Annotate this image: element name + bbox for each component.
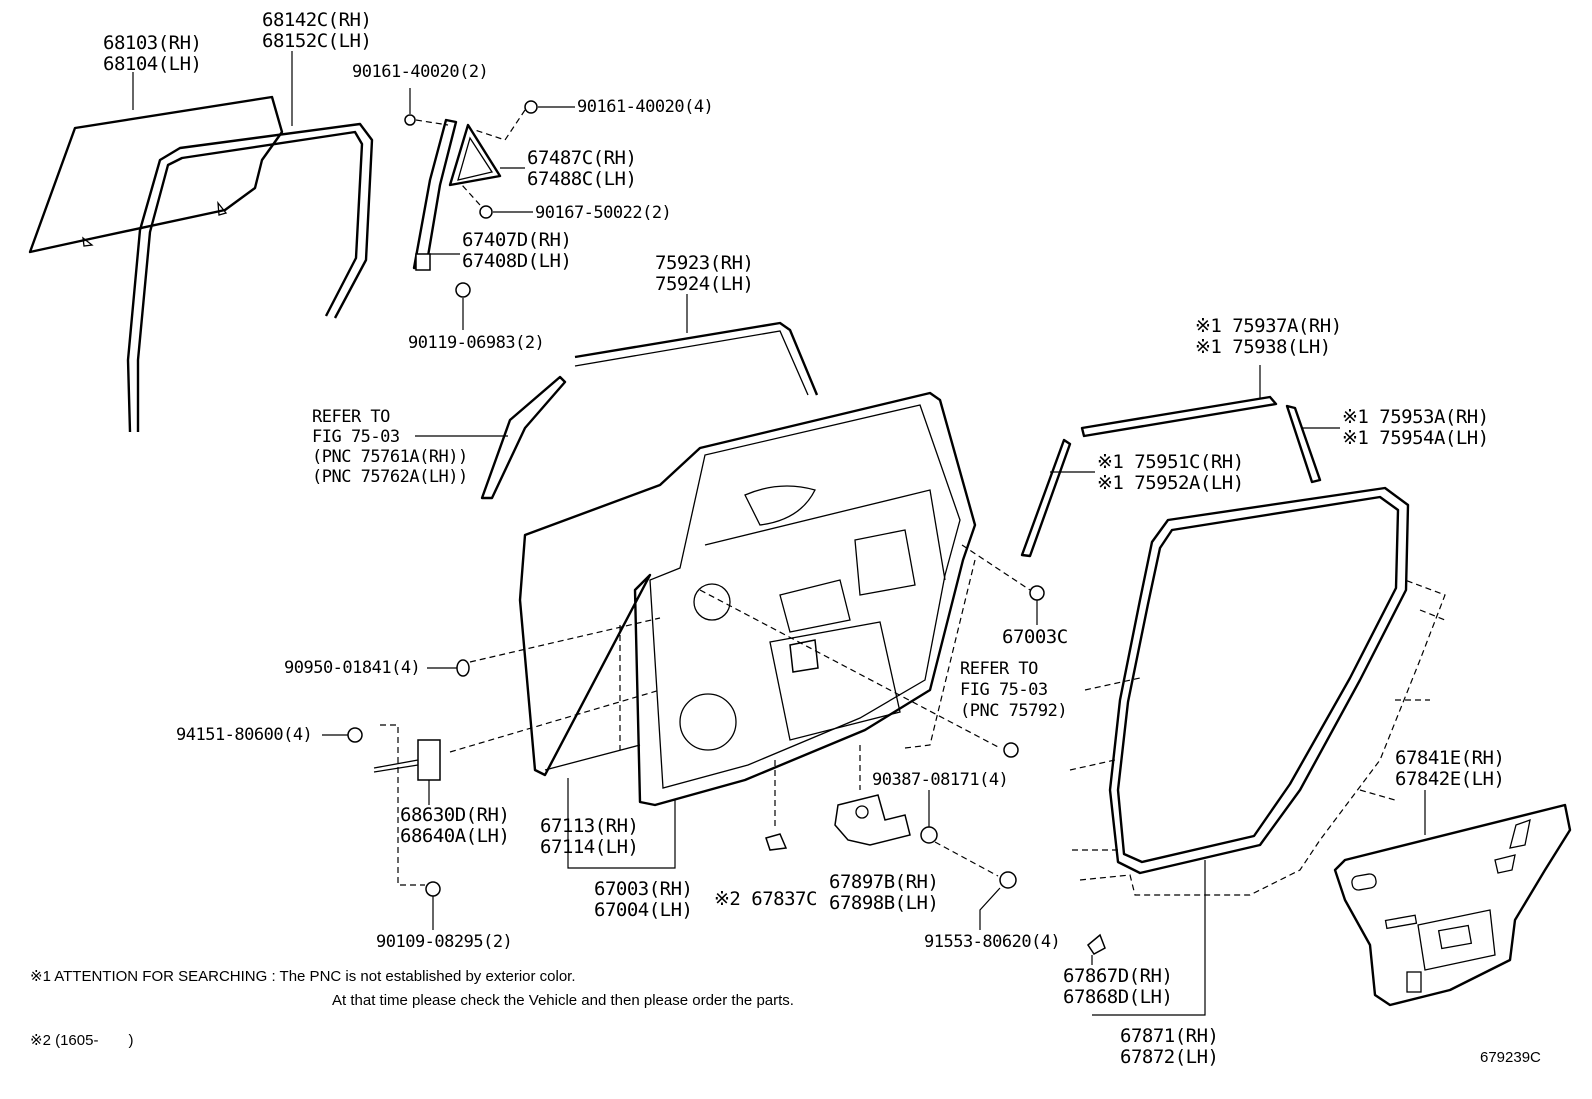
belt-moulding-part[interactable] — [574, 321, 819, 396]
door-assembly-part[interactable] — [518, 391, 977, 807]
label-door-assy: 67003(RH)67004(LH) — [594, 878, 693, 921]
run-channel-part[interactable] — [126, 122, 374, 433]
label-screw-4: 90161-40020(4) — [577, 97, 714, 117]
label-cushion-90387: 90387-08171(4) — [872, 770, 1009, 790]
refer-moulding-part[interactable] — [480, 375, 567, 500]
label-division-bar: 67407D(RH)67408D(LH) — [462, 229, 572, 272]
moulding-75937-part[interactable] — [1080, 395, 1278, 438]
label-bolt-90119: 90119-06983(2) — [408, 333, 545, 353]
label-weatherstrip-clip: 67867D(RH)67868D(LH) — [1063, 965, 1173, 1008]
screw-4-part[interactable] — [524, 100, 538, 114]
label-silencer: 67841E(RH)67842E(LH) — [1395, 747, 1505, 790]
weatherstrip-part[interactable] — [1069, 486, 1446, 896]
screw-90167-part[interactable] — [479, 205, 493, 219]
date-note: ※2 (1605- ) — [30, 1032, 134, 1049]
label-quarter-glass: 67487C(RH)67488C(LH) — [527, 147, 637, 190]
label-moulding-75937: ※1 75937A(RH)※1 75938(LH) — [1195, 315, 1342, 358]
dashed-guides — [380, 109, 1031, 886]
label-bolt-91553: 91553-80620(4) — [924, 932, 1061, 952]
label-run-channel: 68142C(RH)68152C(LH) — [262, 9, 372, 52]
moulding-75953-part[interactable] — [1285, 404, 1322, 484]
figure-code: 679239C — [1480, 1049, 1541, 1066]
bolt-91553-part[interactable] — [999, 871, 1017, 889]
plug-90950-part[interactable] — [456, 659, 470, 677]
label-moulding-75953: ※1 75953A(RH)※1 75954A(LH) — [1342, 406, 1489, 449]
bolt-90109-part[interactable] — [425, 881, 441, 897]
label-plug-90950: 90950-01841(4) — [284, 658, 421, 678]
attention-note-line2: At that time please check the Vehicle an… — [332, 992, 794, 1009]
label-weatherstrip: 67871(RH)67872(LH) — [1120, 1025, 1219, 1068]
label-bracket: 67897B(RH)67898B(LH) — [829, 871, 939, 914]
attention-note-line1: ※1 ATTENTION FOR SEARCHING : The PNC is … — [30, 968, 576, 985]
label-panel: 67113(RH)67114(LH) — [540, 815, 639, 858]
cushion-90387-part[interactable] — [920, 826, 938, 844]
label-moulding-75951: ※1 75951C(RH)※1 75952A(LH) — [1097, 451, 1244, 494]
weatherstrip-clip-part[interactable] — [1087, 933, 1106, 955]
label-plug-67003c: 67003C — [1002, 626, 1068, 648]
checker-part[interactable] — [373, 739, 441, 781]
label-bolt-90109: 90109-08295(2) — [376, 932, 513, 952]
quarter-glass-part[interactable] — [448, 123, 502, 187]
label-belt-moulding: 75923(RH)75924(LH) — [655, 252, 754, 295]
bolt-90119-part[interactable] — [455, 282, 471, 298]
label-screw-top: 90161-40020(2) — [352, 62, 489, 82]
label-glass: 68103(RH)68104(LH) — [103, 32, 202, 75]
leader-lines — [132, 51, 1426, 1016]
label-nut-94151: 94151-80600(4) — [176, 725, 313, 745]
bracket-part[interactable] — [834, 794, 911, 846]
door-glass-part[interactable] — [28, 95, 284, 254]
label-clip-67837c: ※2 67837C — [714, 888, 817, 910]
silencer-part[interactable] — [1333, 803, 1572, 1007]
clip-67837c-part[interactable] — [765, 833, 788, 851]
nut-94151-part[interactable] — [347, 727, 363, 743]
moulding-75951-part[interactable] — [1020, 438, 1072, 558]
screw-top-part[interactable] — [404, 114, 416, 126]
division-bar-part[interactable] — [412, 118, 458, 271]
grommet-part[interactable] — [1003, 742, 1019, 758]
plug-67003c-part[interactable] — [1029, 585, 1045, 601]
label-checker: 68630D(RH)68640A(LH) — [400, 804, 510, 847]
label-screw-90167: 90167-50022(2) — [535, 203, 672, 223]
